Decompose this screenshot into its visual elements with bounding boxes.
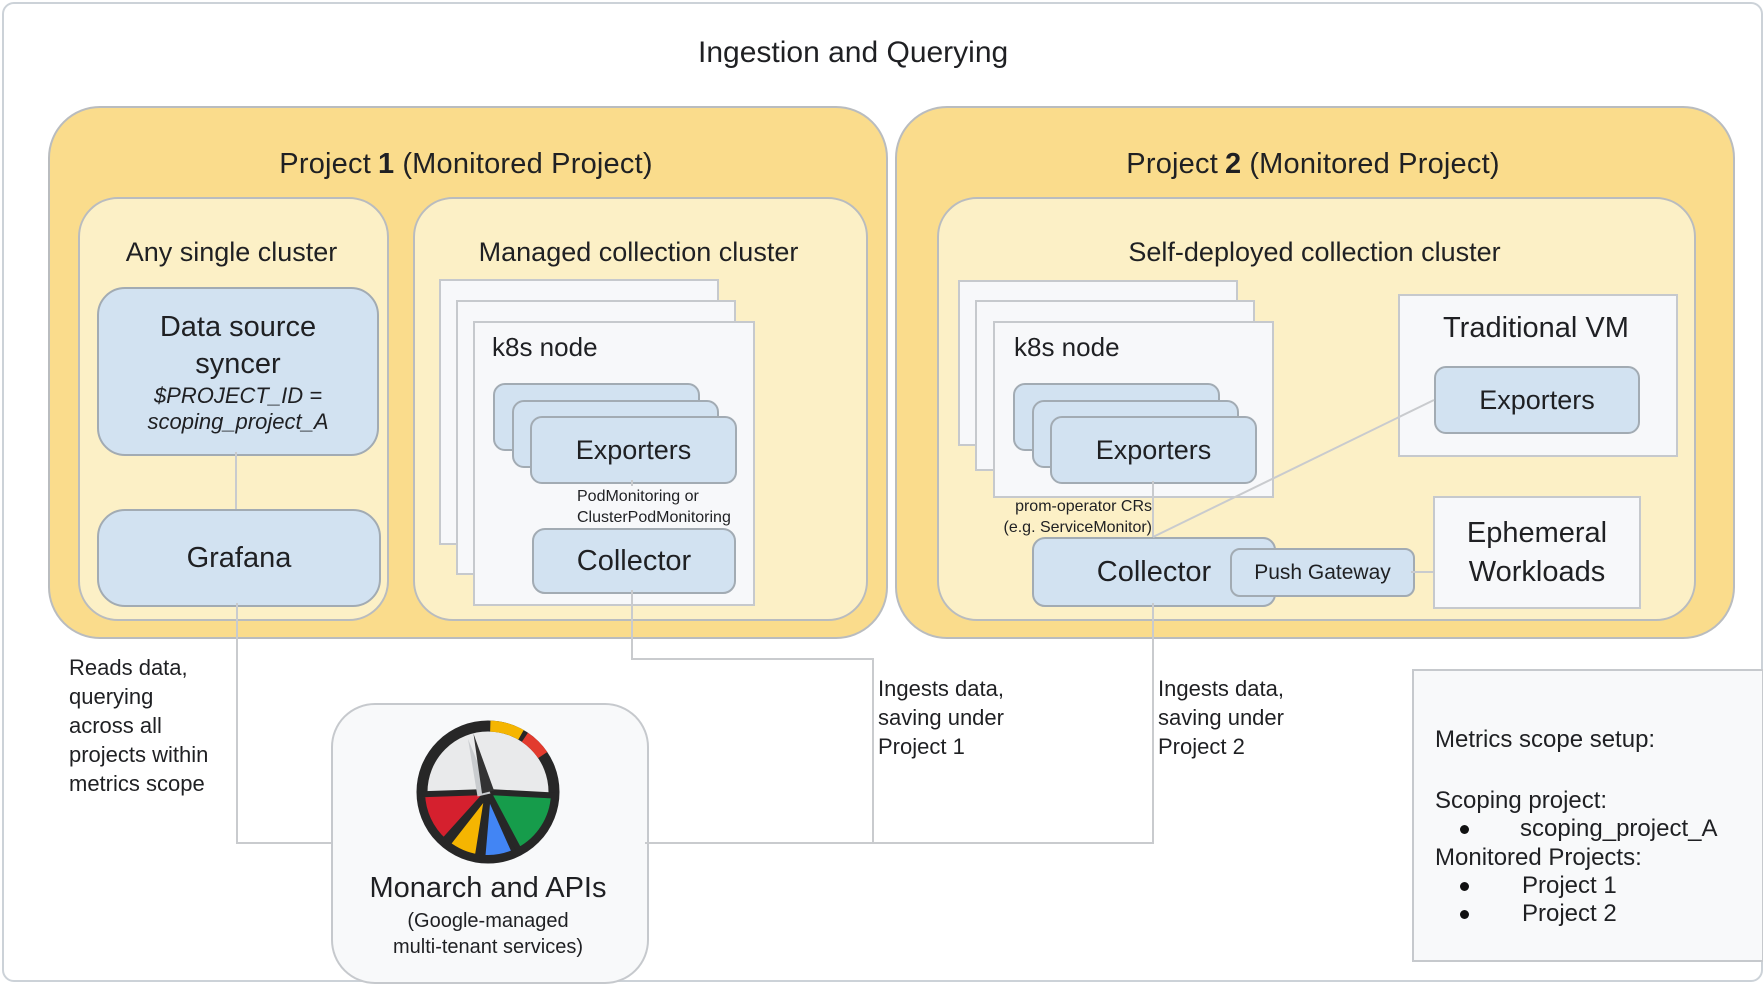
syncer-label-line1: Data source (159, 310, 317, 343)
project1-name-suffix: (Monitored Project) (402, 148, 653, 180)
exporters2-label: Exporters (1095, 434, 1212, 465)
metrics-scope-box: Metrics scope setup: Scoping project: sc… (1412, 669, 1763, 962)
project1-number: 1 (377, 148, 395, 180)
reads-line-4: projects within (69, 742, 209, 767)
line-grafana-to-monarch (236, 603, 331, 844)
ingest1-line-2: saving under (878, 705, 1004, 730)
pod-monitoring-note: PodMonitoring or ClusterPodMonitoring (577, 486, 735, 528)
reads-line-5: metrics scope (69, 771, 205, 796)
ephemeral-label-line2: Workloads (1468, 555, 1606, 588)
reads-line-1: Reads data, (69, 655, 188, 680)
ingest2-line-3: Project 2 (1158, 734, 1245, 759)
self-deployed-cluster-title: Self-deployed collection cluster (1128, 237, 1501, 267)
ephemeral-label-line1: Ephemeral (1466, 516, 1608, 549)
monitored-project-2: Project 2 (1522, 900, 1617, 927)
page-title: Ingestion and Querying (698, 36, 1009, 69)
syncer-param-line2: scoping_project_A (147, 408, 329, 434)
vm-exporters-box: Exporters (1434, 366, 1640, 434)
any-single-cluster-title: Any single cluster (125, 237, 338, 267)
cloud-monitoring-gauge-icon (416, 720, 560, 864)
syncer-param-line1: $PROJECT_ID = (153, 382, 323, 408)
scoping-project-label: Scoping project: (1435, 787, 1608, 814)
bullet-icon (1460, 882, 1469, 891)
metrics-scope-title: Metrics scope setup: (1435, 726, 1656, 753)
bullet-icon (1460, 825, 1469, 834)
exporters-box: Exporters (530, 416, 737, 484)
collector-box: Collector (532, 528, 736, 594)
gauge-needle (473, 733, 494, 794)
pod-monitoring-note-line2: ClusterPodMonitoring (577, 509, 731, 526)
scoping-project-value: scoping_project_A (1520, 815, 1718, 842)
reads-data-annotation: Reads data, querying across all projects… (69, 653, 208, 798)
ephemeral-workloads-box: Ephemeral Workloads (1433, 496, 1641, 609)
reads-line-2: querying (69, 684, 154, 709)
collector2-label: Collector (1096, 555, 1212, 588)
ingest2-line-2: saving under (1158, 705, 1284, 730)
vm-exporters-label: Exporters (1479, 384, 1595, 415)
gauge-ring-yellow-arc (489, 720, 524, 740)
exporters2-box: Exporters (1050, 416, 1257, 484)
ingest-project1-annotation: Ingests data, saving under Project 1 (878, 674, 1004, 761)
push-gateway-box: Push Gateway (1230, 548, 1415, 597)
collector-label: Collector (576, 544, 692, 577)
monarch-title: Monarch and APIs (369, 872, 607, 904)
gauge-red-wedge (419, 789, 491, 844)
gauge-green-wedge (485, 789, 557, 854)
prom-operator-note: prom-operator CRs (e.g. ServiceMonitor) (982, 496, 1153, 538)
gauge-yellow-wedge (444, 789, 491, 861)
monarch-subtitle-line2: multi-tenant services) (392, 936, 584, 958)
grafana-box: Grafana (97, 509, 381, 607)
push-gateway-label: Push Gateway (1254, 560, 1391, 584)
project2-number: 2 (1224, 148, 1242, 180)
reads-line-3: across all (69, 713, 162, 738)
data-source-syncer-box: Data source syncer $PROJECT_ID = scoping… (97, 287, 379, 456)
pod-monitoring-note-line1: PodMonitoring or (577, 488, 699, 505)
ingest2-line-1: Ingests data, (1158, 676, 1284, 701)
ingest-project2-annotation: Ingests data, saving under Project 2 (1158, 674, 1284, 761)
ingest1-line-3: Project 1 (878, 734, 965, 759)
managed-cluster-title: Managed collection cluster (478, 237, 799, 267)
exporters-label: Exporters (575, 434, 692, 465)
gauge-blue-wedge (479, 789, 518, 861)
grafana-label: Grafana (186, 541, 292, 574)
syncer-label-line2: syncer (195, 347, 281, 380)
project2-name-prefix: Project (1126, 148, 1218, 180)
traditional-vm-title: Traditional VM (1443, 312, 1629, 344)
ingest1-line-1: Ingests data, (878, 676, 1004, 701)
bullet-icon (1460, 910, 1469, 919)
prom-operator-note-line2: (e.g. ServiceMonitor) (1003, 519, 1153, 536)
k8s-node-label: k8s node (492, 332, 598, 362)
project2-name-suffix: (Monitored Project) (1249, 148, 1500, 180)
k8s-node2-label: k8s node (1014, 332, 1120, 362)
monitored-project-1: Project 1 (1522, 872, 1617, 899)
gauge-ring-red-arc (521, 732, 548, 759)
monarch-subtitle-line1: (Google-managed (407, 910, 569, 932)
project1-name-prefix: Project (279, 148, 371, 180)
prom-operator-note-line1: prom-operator CRs (1015, 498, 1152, 515)
monitored-projects-label: Monitored Projects: (1435, 844, 1642, 871)
